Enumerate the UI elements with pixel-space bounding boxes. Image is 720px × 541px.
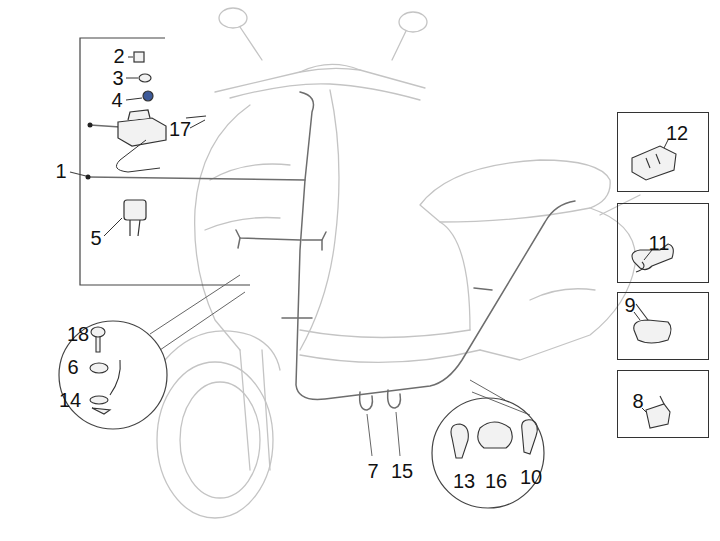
detail-circle: 13 16 10 xyxy=(430,397,546,509)
callout-number: 12 xyxy=(666,123,688,143)
part-box: 12 xyxy=(617,112,709,192)
part-box: 9 xyxy=(617,292,709,360)
callout-number: 2 xyxy=(113,46,124,66)
callout-number: 11 xyxy=(649,233,670,253)
callout-number: 15 xyxy=(391,461,413,481)
callout-number: 14 xyxy=(59,390,81,410)
callout-number: 9 xyxy=(624,295,635,315)
callout-number: 6 xyxy=(67,357,78,377)
callout-number: 13 xyxy=(453,471,475,491)
detail-circle: 18 6 14 xyxy=(58,320,168,430)
callout-number: 1 xyxy=(55,161,66,181)
circle-outline xyxy=(430,397,546,509)
callout-number: 16 xyxy=(485,471,507,491)
callout-number: 10 xyxy=(520,467,542,487)
callout-number: 5 xyxy=(90,228,101,248)
callout-number: 18 xyxy=(67,324,89,344)
part-box: 11 xyxy=(617,203,709,283)
callout-number: 17 xyxy=(169,119,191,139)
callout-number: 3 xyxy=(112,68,123,88)
part-box: 8 xyxy=(617,370,709,438)
callout-number: 8 xyxy=(632,391,643,411)
callout-number: 4 xyxy=(111,90,122,110)
callout-number: 7 xyxy=(367,461,378,481)
